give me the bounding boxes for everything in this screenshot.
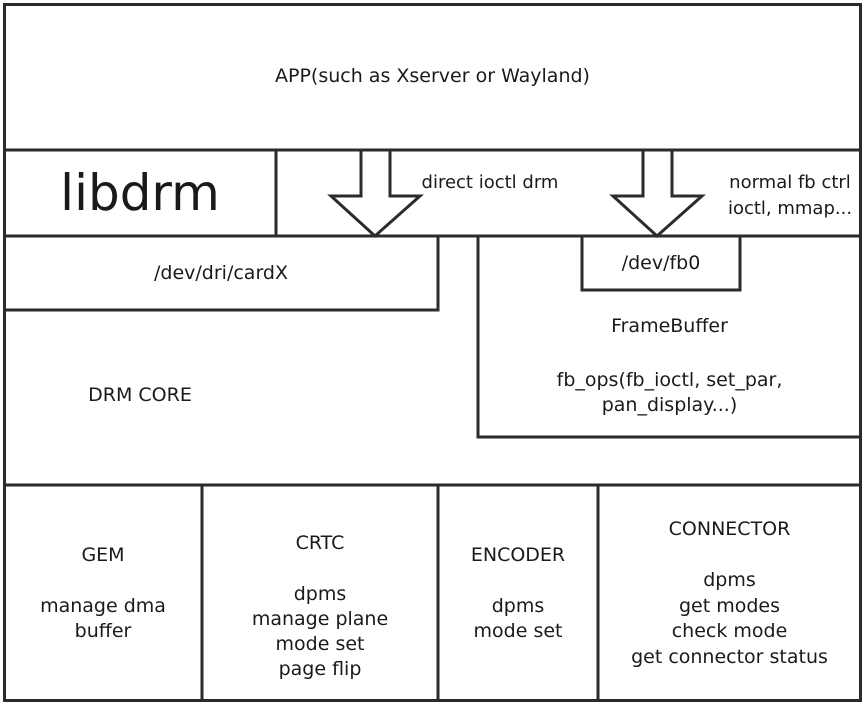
crtc-line: manage plane [251,608,389,630]
framebuffer-title: FrameBuffer [611,315,728,337]
framebuffer-ops-line2: pan_display...) [601,394,738,416]
drm-core-label: DRM CORE [88,384,192,406]
crtc-title: CRTC [295,532,345,554]
connector-line: get modes [678,595,781,617]
gem-line: buffer [74,620,132,642]
fb-ctrl-label-line2: ioctl, mmap... [727,198,853,219]
libdrm-label: libdrm [60,164,220,222]
dev-dri-label: /dev/dri/cardX [154,262,288,284]
app-label: APP(such as Xserver or Wayland) [275,65,590,87]
encoder-title: ENCODER [470,544,566,566]
crtc-line: dpms [293,583,347,605]
crtc-line: mode set [275,633,365,655]
connector-line: dpms [703,569,756,591]
direct-ioctl-arrow [327,148,424,239]
connector-line: get connector status [631,646,828,668]
framebuffer-ops-line1: fb_ops(fb_ioctl, set_par, [556,369,783,391]
gem-line: manage dma [40,595,166,617]
fb-ctrl-label-line1: normal fb ctrl [729,172,851,193]
connector-title: CONNECTOR [668,518,791,540]
dev-fb-label: /dev/fb0 [621,252,701,274]
encoder-line: mode set [473,620,563,642]
connector-line: check mode [671,620,788,642]
direct-ioctl-label: direct ioctl drm [421,172,559,193]
encoder-line: dpms [491,595,545,617]
crtc-line: page flip [278,658,362,680]
fb-ctrl-arrow [609,148,706,239]
gem-title: GEM [81,544,125,566]
